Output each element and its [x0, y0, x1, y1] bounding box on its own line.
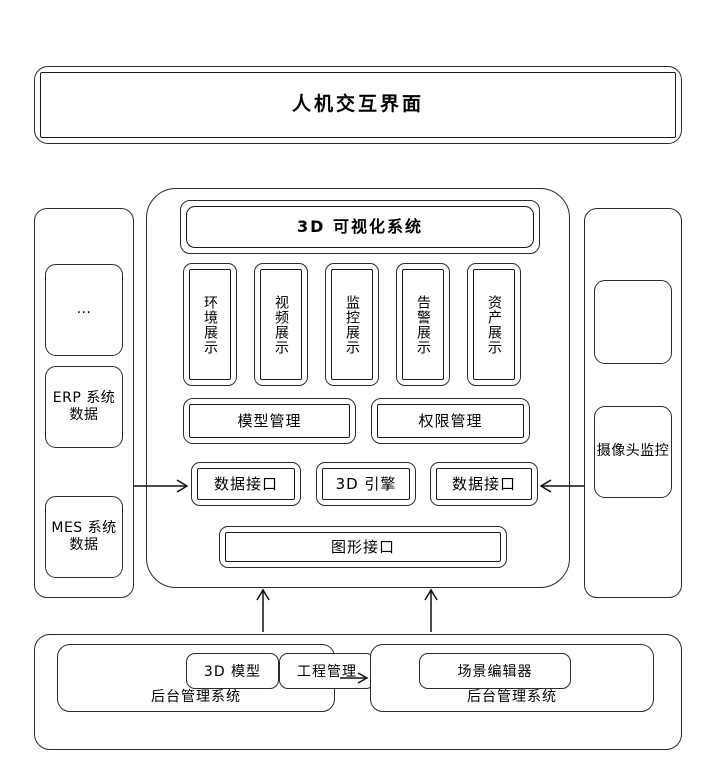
display-module-video-label: 视频展示: [273, 294, 289, 355]
display-module-monitoring[interactable]: 监控展示: [325, 263, 379, 386]
data-interface-left-label: 数据接口: [213, 474, 278, 493]
data-interface-right-label: 数据接口: [451, 474, 516, 493]
engine-3d-label-wrap: 3D 引擎: [317, 463, 415, 505]
model-management-label-wrap: 模型管理: [184, 399, 355, 443]
backend-chip-3d-model[interactable]: 3D 模型: [186, 653, 279, 689]
permission-management-label: 权限管理: [418, 411, 483, 430]
backend-chip-scene-editor[interactable]: 场景编辑器: [419, 653, 571, 689]
backend-left-caption: 后台管理系统: [151, 689, 241, 705]
data-interface-left-label-wrap: 数据接口: [192, 463, 300, 505]
backend-chip-3d-model-label: 3D 模型: [203, 664, 262, 680]
visualization-system-box[interactable]: 3D 可视化系统: [180, 200, 540, 254]
display-module-asset-label: 资产展示: [486, 294, 502, 355]
center-3d-platform-panel: [146, 188, 570, 588]
engine-3d-label: 3D 引擎: [335, 474, 397, 493]
right-source-rail: [584, 208, 682, 598]
backend-chip-project-management-label: 工程管理: [297, 664, 357, 680]
arrow-backend-left-up: [256, 588, 270, 632]
right-rail-cell-camera[interactable]: 摄像头监控: [594, 406, 672, 498]
arrow-left-rail-to-data-interface: [134, 479, 189, 493]
mes-label-wrap: MES 系统数据: [46, 497, 122, 577]
camera-label: 摄像头监控: [596, 443, 670, 460]
display-module-video[interactable]: 视频展示: [254, 263, 308, 386]
camera-label-wrap: 摄像头监控: [595, 407, 671, 497]
mes-label: MES 系统数据: [51, 519, 117, 554]
display-module-asset[interactable]: 资产展示: [467, 263, 521, 386]
model-management-label: 模型管理: [237, 411, 302, 430]
arrow-backend-right-up: [424, 588, 438, 632]
erp-label-wrap: ERP 系统数据: [46, 367, 122, 447]
arrow-backend-left-to-right: [340, 672, 369, 684]
display-module-monitoring-label: 监控展示: [344, 294, 360, 355]
graphics-interface-label-wrap: 图形接口: [220, 527, 506, 567]
ellipsis-label-wrap: ...: [46, 265, 122, 355]
left-rail-cell-mes[interactable]: MES 系统数据: [45, 496, 123, 578]
data-interface-right-label-wrap: 数据接口: [431, 463, 537, 505]
data-interface-right-box[interactable]: 数据接口: [430, 462, 538, 506]
backend-right-caption: 后台管理系统: [467, 689, 557, 705]
arrow-right-rail-to-data-interface: [539, 479, 584, 493]
display-module-alarm-label: 告警展示: [415, 294, 431, 355]
display-module-alarm[interactable]: 告警展示: [396, 263, 450, 386]
display-module-environment-label: 环境展示: [202, 294, 218, 355]
permission-management-label-wrap: 权限管理: [372, 399, 529, 443]
backend-group-right: 场景编辑器 后台管理系统: [370, 644, 654, 712]
graphics-interface-label: 图形接口: [330, 537, 395, 556]
left-rail-cell-ellipsis[interactable]: ...: [45, 264, 123, 356]
backend-chip-scene-editor-label: 场景编辑器: [457, 664, 533, 680]
visualization-label-wrap: 3D 可视化系统: [181, 201, 539, 253]
right-rail-cell-empty[interactable]: [594, 280, 672, 364]
left-rail-cell-erp[interactable]: ERP 系统数据: [45, 366, 123, 448]
hmi-label-wrap: 人机交互界面: [35, 67, 681, 143]
erp-label: ERP 系统数据: [52, 389, 116, 424]
backend-group-left: 3D 模型 工程管理 后台管理系统: [57, 644, 375, 712]
visualization-title-label: 3D 可视化系统: [297, 217, 423, 236]
ellipsis-label: ...: [76, 301, 92, 318]
hmi-label: 人机交互界面: [291, 93, 424, 116]
